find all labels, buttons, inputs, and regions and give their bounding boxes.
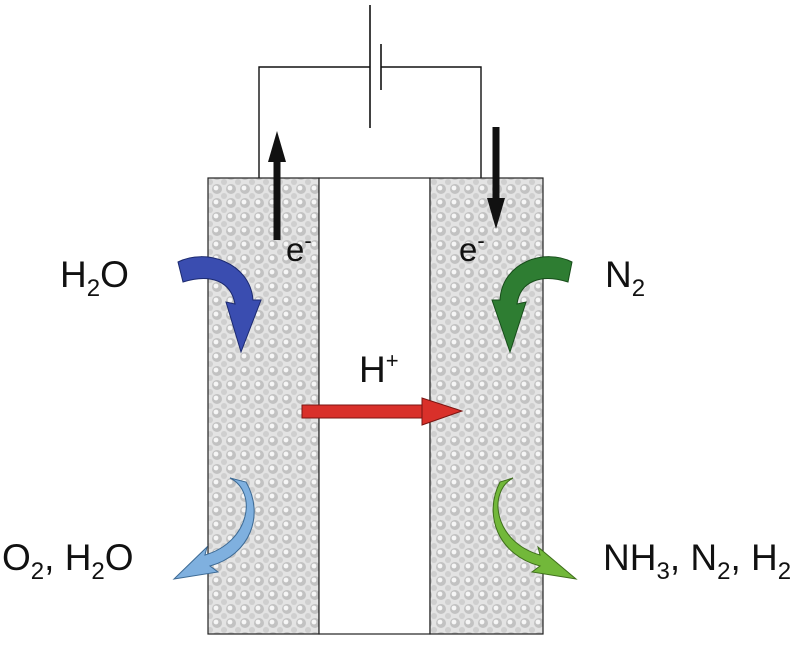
anode-input-label: H2O xyxy=(60,254,129,302)
cathode-output-label: NH3, N2, H2 xyxy=(603,537,791,585)
anode-output-arrow xyxy=(172,477,255,580)
circuit-wire-left xyxy=(258,66,370,178)
anode-output-label: O2, H2O xyxy=(2,537,134,585)
electron-label-right: e- xyxy=(459,228,485,268)
anode-input-arrow xyxy=(177,256,262,354)
cathode-input-arrow xyxy=(491,256,573,354)
circuit-wire-right xyxy=(381,66,482,178)
cathode-output-arrow xyxy=(492,477,578,580)
electron-arrow-up xyxy=(268,131,286,240)
electron-arrow-down xyxy=(487,127,505,229)
proton-label: H+ xyxy=(359,348,399,390)
cathode-input-label: N2 xyxy=(605,254,645,302)
electron-label-left: e- xyxy=(286,228,312,268)
proton-arrow xyxy=(301,397,464,426)
